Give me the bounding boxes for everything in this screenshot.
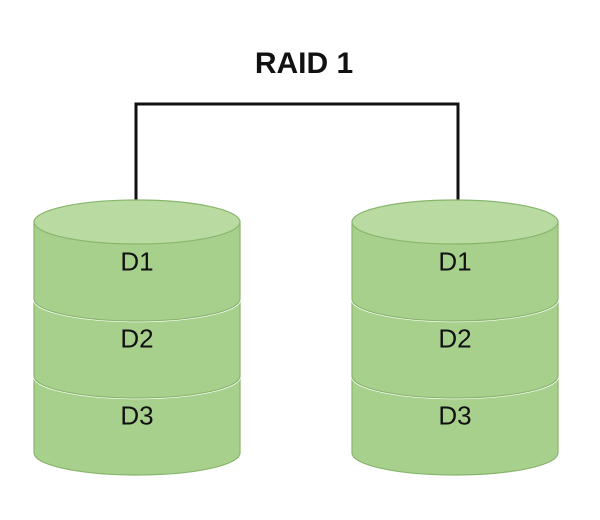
disk-label: D2 xyxy=(120,324,153,354)
disk-label: D3 xyxy=(438,401,471,431)
disk-body xyxy=(351,298,559,399)
disk-body xyxy=(351,221,559,322)
disk-array-1: D3 D2 D1 xyxy=(32,199,242,476)
disk-body xyxy=(33,221,241,322)
disk-segment: D1 xyxy=(33,199,241,322)
disk-body xyxy=(351,375,559,476)
disk-array-2: D3 D2 D1 xyxy=(350,199,560,476)
disk-label: D1 xyxy=(438,247,471,277)
disk-label: D1 xyxy=(120,247,153,277)
disk-body xyxy=(33,298,241,399)
disk-label: D3 xyxy=(120,401,153,431)
mirror-connector xyxy=(134,102,460,216)
disk-body xyxy=(33,375,241,476)
diagram-title: RAID 1 xyxy=(255,47,353,80)
disk-top xyxy=(33,199,241,245)
disk-top xyxy=(351,199,559,245)
disk-segment: D1 xyxy=(351,199,559,322)
disk-label: D2 xyxy=(438,324,471,354)
